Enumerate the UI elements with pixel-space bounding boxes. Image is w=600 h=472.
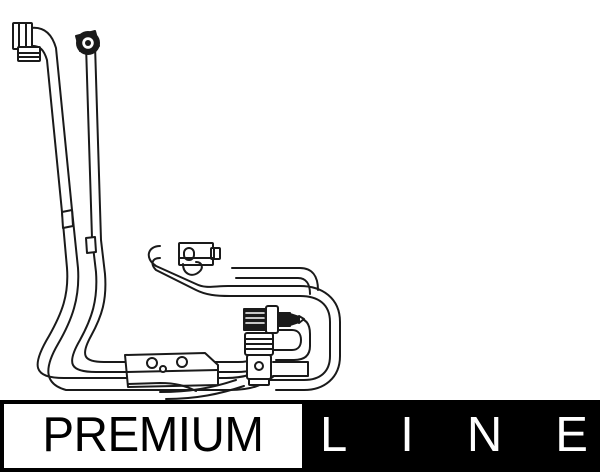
brand-premium-label: PREMIUM [42, 407, 264, 462]
upper-loop-inner-bottom [235, 277, 311, 295]
pipe-crimp-ferrules [61, 209, 97, 254]
outer-hose-front-edge [29, 26, 275, 391]
eyelet-clamp [75, 30, 100, 55]
brand-banner: PREMIUM L I N E [0, 400, 600, 472]
brand-line-letter-n: N [466, 407, 503, 462]
service-valve [243, 305, 305, 334]
bracket-hook [182, 261, 203, 276]
outer-hose-back-edge [29, 44, 267, 379]
lower-connecting-pipe [159, 379, 237, 393]
right-inner-u-bend-small [271, 329, 302, 351]
inner-pipe-right-edge [84, 44, 267, 363]
ac-hose-assembly-drawing [12, 22, 341, 400]
upper-loop-front-edge [151, 257, 331, 381]
brand-line-letter-e: E [555, 407, 588, 462]
mounting-bracket-plate [124, 352, 219, 388]
technical-drawing-svg [12, 22, 341, 400]
lower-connecting-pipe-2 [165, 385, 245, 400]
end-fitting-block [12, 22, 41, 62]
brand-line-letter-l: L [320, 407, 348, 462]
brand-premium-box: PREMIUM [4, 404, 302, 468]
upper-loop-bracket [178, 242, 221, 276]
pipe-clamp-block [244, 332, 301, 386]
brand-line-letter-i: I [400, 407, 414, 462]
upper-loop-back-edge [147, 245, 341, 391]
inner-pipe-left-edge [71, 44, 271, 373]
brand-line-box: L I N E [306, 404, 596, 468]
upper-loop-inner-top [231, 267, 319, 291]
